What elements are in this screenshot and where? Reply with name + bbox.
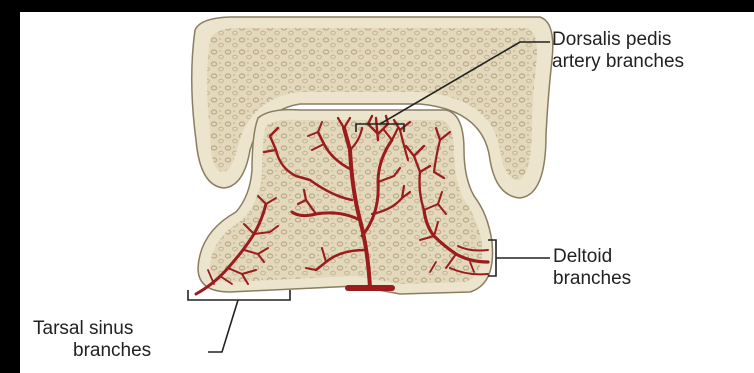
tarsal-leader [208,300,238,352]
deltoid-label-line2: branches [553,268,631,290]
tarsal-sinus-label-line1: Tarsal sinus [33,318,151,340]
tarsal-sinus-label-line2: branches [33,340,151,362]
dorsalis-pedis-label-line1: Dorsalis pedis [552,29,684,51]
deltoid-label-line1: Deltoid [553,246,631,268]
tarsal-sinus-label: Tarsal sinus branches [33,318,151,362]
dorsalis-pedis-label-line2: artery branches [552,51,684,73]
deltoid-label: Deltoid branches [553,246,631,290]
dorsalis-pedis-label: Dorsalis pedis artery branches [552,29,684,73]
